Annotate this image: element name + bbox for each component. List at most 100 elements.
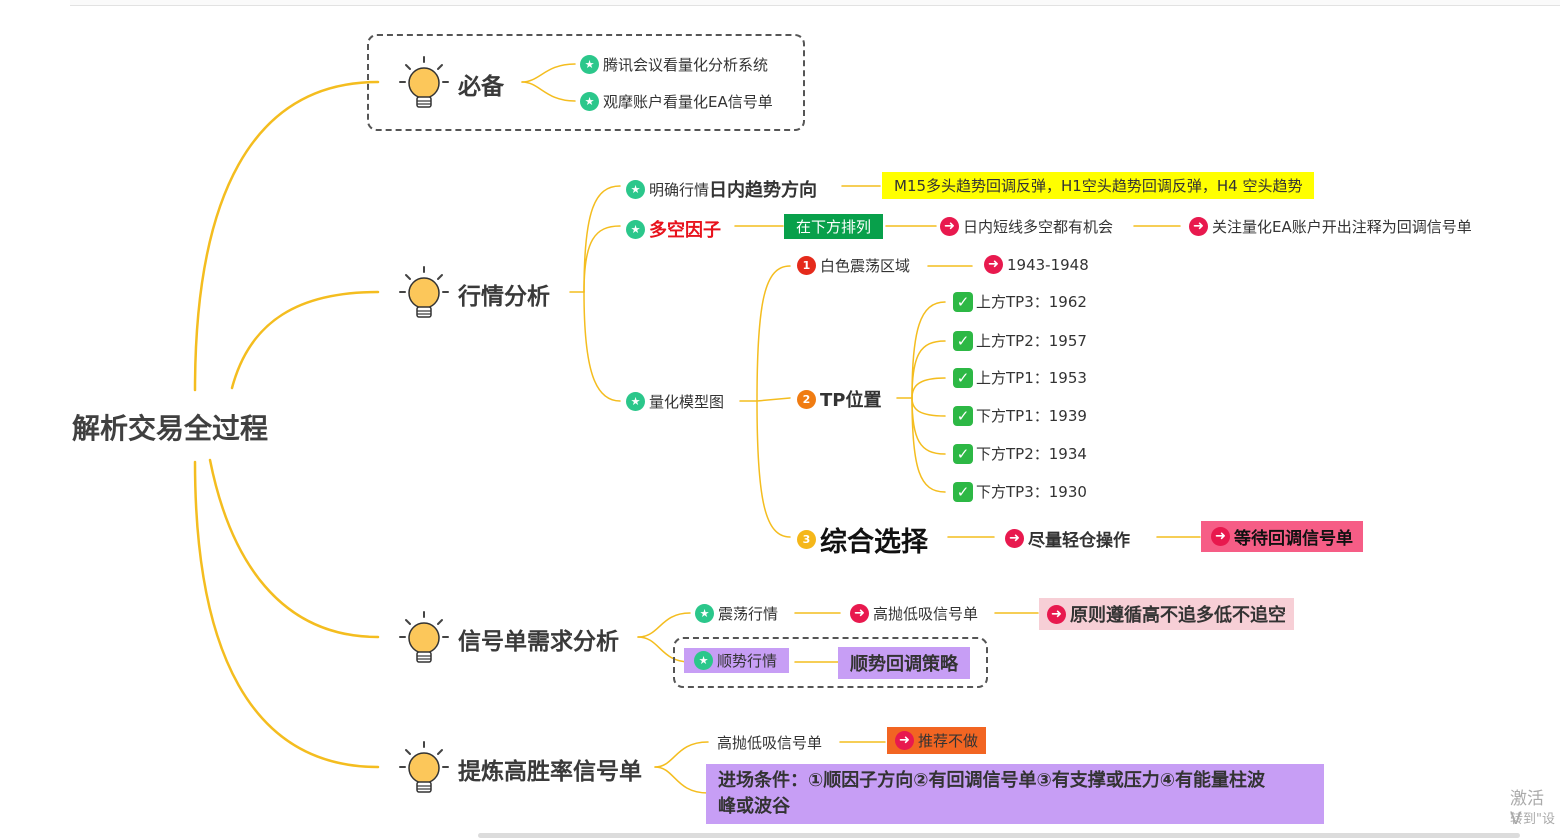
range-step2[interactable]: ➜ 原则遵循高不追多低不追空 bbox=[1039, 598, 1294, 630]
activation-watermark-line2: 转到"设 bbox=[1510, 812, 1555, 827]
refine-tag[interactable]: ➜ 推荐不做 bbox=[887, 727, 987, 754]
topic-refine[interactable]: 提炼高胜率信号单 bbox=[398, 740, 642, 798]
zone-label: 白色震荡区域 bbox=[820, 257, 911, 275]
connector-signal-trend bbox=[637, 636, 691, 663]
star-icon: ★ bbox=[626, 392, 645, 411]
arrow-right-icon: ➜ bbox=[1211, 527, 1230, 546]
connector-root-bibei bbox=[193, 80, 380, 392]
checkmark-icon: ✓ bbox=[953, 330, 973, 351]
factor-step2-text: 关注量化EA账户开出注释为回调信号单 bbox=[1212, 218, 1472, 236]
trend-label: 顺势行情 bbox=[717, 652, 778, 670]
market-model[interactable]: ★ 量化模型图 bbox=[626, 391, 724, 412]
bibei-item-2[interactable]: ★ 观摩账户看量化EA信号单 bbox=[580, 91, 773, 112]
direction-note-text: M15多头趋势回调反弹，H1空头趋势回调反弹，H4 空头趋势 bbox=[894, 177, 1303, 195]
connector-root-signal bbox=[208, 458, 380, 639]
direction-prefix: 明确行情 bbox=[649, 180, 710, 199]
tp-item-text: 上方TP1：1953 bbox=[976, 369, 1087, 387]
trend-step1[interactable]: 顺势回调策略 bbox=[838, 647, 970, 679]
tp-item-5[interactable]: ✓ 下方TP2：1934 bbox=[953, 443, 1087, 464]
connector-refine-1 bbox=[654, 741, 709, 768]
direction-note[interactable]: M15多头趋势回调反弹，H1空头趋势回调反弹，H4 空头趋势 bbox=[882, 172, 1315, 199]
connector-model-zone bbox=[756, 265, 791, 402]
refine-item-2-line2: 峰或波谷 bbox=[718, 796, 790, 817]
tp-item-text: 上方TP3：1962 bbox=[976, 293, 1087, 311]
tp-item-3[interactable]: ✓ 上方TP1：1953 bbox=[953, 367, 1087, 388]
tp-label: TP位置 bbox=[820, 390, 882, 411]
range-step1[interactable]: ➜ 高抛低吸信号单 bbox=[850, 603, 978, 624]
tp-item-text: 下方TP1：1939 bbox=[976, 407, 1087, 425]
connector-signal-range bbox=[637, 612, 691, 638]
market-factor[interactable]: ★ 多空因子 bbox=[626, 216, 721, 242]
signal-range[interactable]: ★ 震荡行情 bbox=[695, 603, 778, 624]
star-icon: ★ bbox=[626, 179, 645, 199]
model-label: 量化模型图 bbox=[649, 393, 725, 411]
tp-item-text: 下方TP3：1930 bbox=[976, 483, 1087, 501]
connector-tp-3 bbox=[911, 377, 946, 399]
connector-root-refine bbox=[193, 460, 380, 769]
combo-step2[interactable]: ➜ 等待回调信号单 bbox=[1201, 521, 1363, 552]
tp-item-1[interactable]: ✓ 上方TP3：1962 bbox=[953, 291, 1087, 312]
checkmark-icon: ✓ bbox=[953, 481, 973, 502]
connector-tp-1 bbox=[911, 301, 946, 399]
topic-label: 必备 bbox=[458, 74, 504, 100]
topic-signal[interactable]: 信号单需求分析 bbox=[398, 610, 619, 668]
range-step2-text: 原则遵循高不追多低不追空 bbox=[1070, 605, 1286, 626]
market-direction[interactable]: ★ 明确行情 日内趋势方向 bbox=[626, 176, 817, 202]
number-1-icon: 1 bbox=[797, 256, 816, 275]
star-icon: ★ bbox=[694, 651, 713, 670]
combo-step1-text: 尽量轻仓操作 bbox=[1028, 531, 1130, 551]
topic-label: 行情分析 bbox=[458, 284, 550, 310]
factor-tag[interactable]: 在下方排列 bbox=[784, 214, 884, 239]
zone-value-text: 1943-1948 bbox=[1007, 255, 1089, 274]
connector-bibei-2 bbox=[521, 81, 576, 102]
topic-label: 提炼高胜率信号单 bbox=[458, 759, 642, 785]
connector-tp-4 bbox=[911, 397, 946, 417]
connector-refine-2 bbox=[654, 766, 709, 794]
tp-item-text: 下方TP2：1934 bbox=[976, 445, 1087, 463]
refine-item-1[interactable]: 高抛低吸信号单 bbox=[717, 732, 822, 753]
star-icon: ★ bbox=[580, 55, 599, 74]
arrow-right-icon: ➜ bbox=[1189, 217, 1208, 236]
model-combo[interactable]: 3 综合选择 bbox=[797, 520, 928, 559]
arrow-right-icon: ➜ bbox=[1047, 604, 1066, 624]
item-label: 腾讯会议看量化分析系统 bbox=[603, 56, 769, 74]
tp-item-6[interactable]: ✓ 下方TP3：1930 bbox=[953, 481, 1087, 502]
combo-label: 综合选择 bbox=[820, 527, 928, 558]
activation-watermark-line1: 激活 V bbox=[1510, 789, 1544, 829]
tp-item-2[interactable]: ✓ 上方TP2：1957 bbox=[953, 330, 1087, 351]
bibei-dashed-frame bbox=[367, 34, 805, 131]
checkmark-icon: ✓ bbox=[953, 443, 973, 464]
range-label: 震荡行情 bbox=[718, 605, 779, 623]
connector-tp-6 bbox=[911, 397, 946, 493]
connector-model-combo bbox=[756, 400, 791, 538]
arrow-right-icon: ➜ bbox=[984, 255, 1003, 274]
signal-trend[interactable]: ★ 顺势行情 bbox=[684, 648, 790, 673]
combo-step2-text: 等待回调信号单 bbox=[1234, 529, 1353, 549]
factor-label: 多空因子 bbox=[649, 220, 721, 241]
factor-step2[interactable]: ➜ 关注量化EA账户开出注释为回调信号单 bbox=[1189, 216, 1472, 237]
connector-root-market bbox=[230, 290, 380, 390]
trend-dashed-frame bbox=[673, 637, 988, 688]
model-tp[interactable]: 2 TP位置 bbox=[797, 386, 881, 412]
factor-step1[interactable]: ➜ 日内短线多空都有机会 bbox=[940, 216, 1113, 237]
topic-market[interactable]: 行情分析 bbox=[398, 265, 550, 323]
arrow-right-icon: ➜ bbox=[895, 731, 914, 750]
bibei-item-1[interactable]: ★ 腾讯会议看量化分析系统 bbox=[580, 54, 768, 75]
connector-bibei-1 bbox=[521, 63, 576, 83]
horizontal-scrollbar[interactable] bbox=[478, 833, 1520, 838]
top-toolbar-strip bbox=[70, 0, 1560, 6]
model-zone[interactable]: 1 白色震荡区域 bbox=[797, 255, 910, 276]
combo-step1[interactable]: ➜ 尽量轻仓操作 bbox=[1005, 526, 1130, 551]
star-icon: ★ bbox=[695, 604, 714, 623]
lightbulb-icon bbox=[399, 56, 449, 108]
zone-value[interactable]: ➜ 1943-1948 bbox=[984, 255, 1089, 274]
topic-bibei[interactable]: 必备 bbox=[398, 55, 504, 113]
number-3-icon: 3 bbox=[797, 530, 816, 549]
number-2-icon: 2 bbox=[797, 389, 816, 409]
factor-step1-text: 日内短线多空都有机会 bbox=[963, 218, 1114, 236]
tp-item-4[interactable]: ✓ 下方TP1：1939 bbox=[953, 405, 1087, 426]
lightbulb-icon bbox=[399, 266, 449, 318]
refine-item-2[interactable]: 进场条件：①顺因子方向②有回调信号单③有支撑或压力④有能量柱波 峰或波谷 bbox=[706, 764, 1324, 824]
root-topic[interactable]: 解析交易全过程 bbox=[72, 412, 269, 445]
